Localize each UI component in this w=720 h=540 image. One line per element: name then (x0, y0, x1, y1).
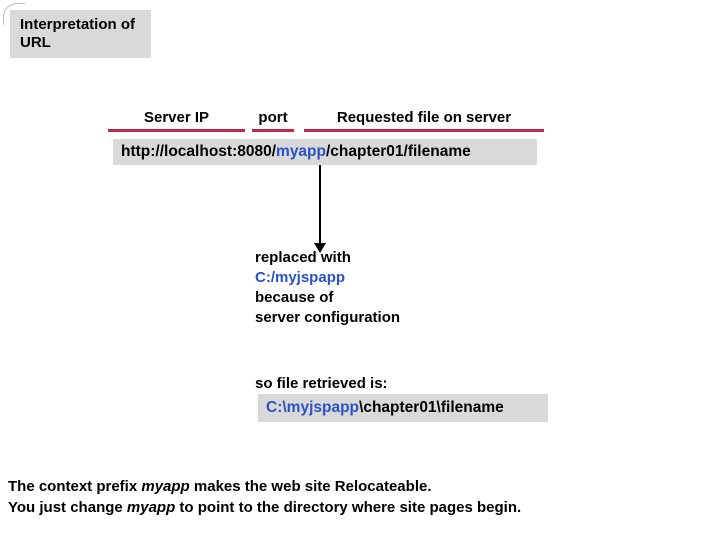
down-arrow-icon (314, 243, 326, 253)
retrieved-path-prefix: C:\myjspapp (266, 399, 360, 416)
label-requested-file: Requested file on server (304, 109, 544, 132)
footer-line1: The context prefix myapp makes the web s… (8, 476, 521, 497)
footer-line2-after: to point to the directory where site pag… (175, 499, 522, 516)
url-suffix: /chapter01/filename (326, 143, 471, 160)
footer-line2: You just change myapp to point to the di… (8, 497, 521, 518)
replacement-note-line4: server configuration (255, 309, 401, 326)
label-port: port (252, 109, 294, 132)
replacement-note: replaced with C:/myjspapp because of ser… (255, 248, 400, 328)
slide-title-box: Interpretation of URL (10, 10, 151, 58)
footer-line2-emphasis: myapp (126, 499, 176, 516)
label-requested-file-text: Requested file on server (336, 109, 512, 126)
url-example-box: http://localhost:8080/myapp/chapter01/fi… (113, 139, 537, 165)
down-arrow-line (319, 165, 321, 244)
replacement-note-line1: replaced with (255, 249, 351, 266)
label-server-ip-text: Server IP (143, 109, 210, 126)
slide-title: Interpretation of URL (20, 16, 135, 51)
footer-line1-after: makes the web site Relocateable. (189, 478, 432, 495)
url-context-highlight: myapp (276, 143, 326, 160)
retrieved-file-label: so file retrieved is: (255, 375, 388, 392)
replacement-note-line3: because of (255, 289, 334, 306)
footer-line1-before: The context prefix (8, 478, 142, 495)
replacement-note-path: C:/myjspapp (255, 269, 346, 286)
slide-corner-border (3, 3, 25, 25)
label-server-ip: Server IP (108, 109, 245, 132)
retrieved-path-suffix: \chapter01\filename (359, 399, 504, 416)
footer-line1-emphasis: myapp (141, 478, 190, 495)
footer-line2-before: You just change (8, 499, 127, 516)
footer-note: The context prefix myapp makes the web s… (8, 476, 521, 518)
url-prefix: http://localhost:8080/ (121, 143, 277, 160)
label-port-text: port (258, 109, 288, 126)
retrieved-path-box: C:\myjspapp\chapter01\filename (258, 394, 548, 422)
